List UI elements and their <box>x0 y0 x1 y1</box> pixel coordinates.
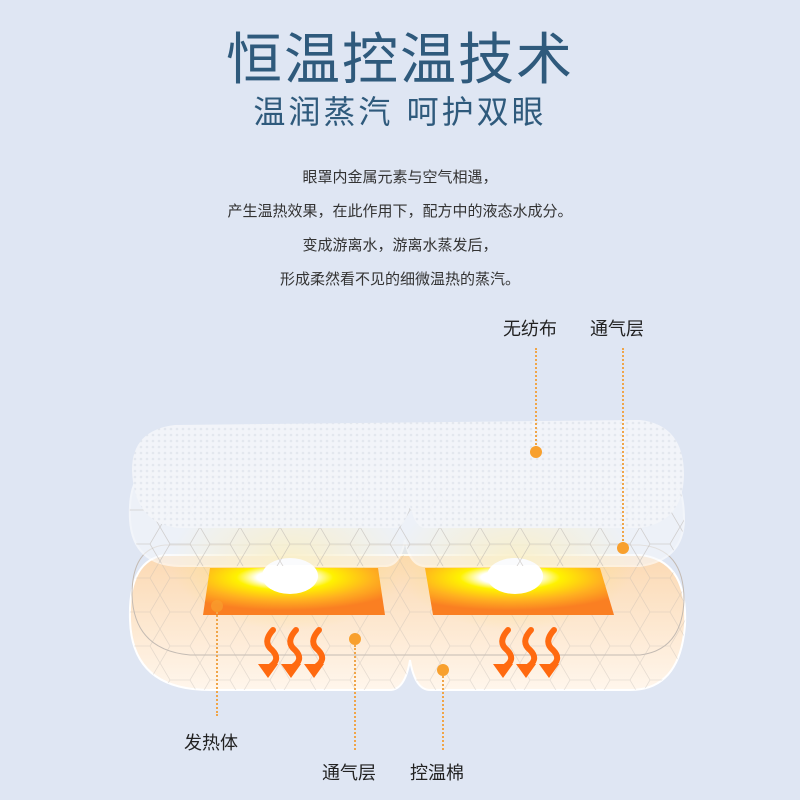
callout-dot-icon <box>211 600 223 612</box>
heat-wave-arrow-icon <box>499 627 561 671</box>
label-heater: 发热体 <box>184 733 238 754</box>
callout-dot-icon <box>349 633 361 645</box>
description-line: 形成柔然看不见的细微温热的蒸汽。 <box>279 270 520 288</box>
callout-line-vent-bottom <box>354 645 356 750</box>
description-line: 变成游离水，游离水蒸发后， <box>302 236 498 254</box>
callout-line-heater <box>216 612 218 716</box>
nonwoven-layer <box>132 420 684 528</box>
callout-line-nonwoven <box>535 348 537 448</box>
heat-wave-arrow-icon <box>264 627 326 671</box>
description-line: 产生温热效果，在此作用下，配方中的液态水成分。 <box>227 202 573 220</box>
callout-line-thermo-cotton <box>442 676 444 750</box>
callout-dot-icon <box>617 542 629 554</box>
callout-dot-icon <box>530 446 542 458</box>
label-nonwoven: 无纺布 <box>503 319 557 340</box>
label-vent-top: 通气层 <box>590 319 644 340</box>
page-subtitle: 温润蒸汽 呵护双眼 <box>253 93 547 131</box>
description-line: 眼罩内金属元素与空气相遇， <box>302 168 498 186</box>
callout-line-vent-top <box>622 348 624 544</box>
page-title: 恒温控温技术 <box>226 28 574 93</box>
label-thermo-cotton: 控温棉 <box>410 763 464 784</box>
callout-dot-icon <box>437 664 449 676</box>
label-vent-bottom: 通气层 <box>322 763 376 784</box>
description-block: 眼罩内金属元素与空气相遇， 产生温热效果，在此作用下，配方中的液态水成分。 变成… <box>0 160 800 296</box>
